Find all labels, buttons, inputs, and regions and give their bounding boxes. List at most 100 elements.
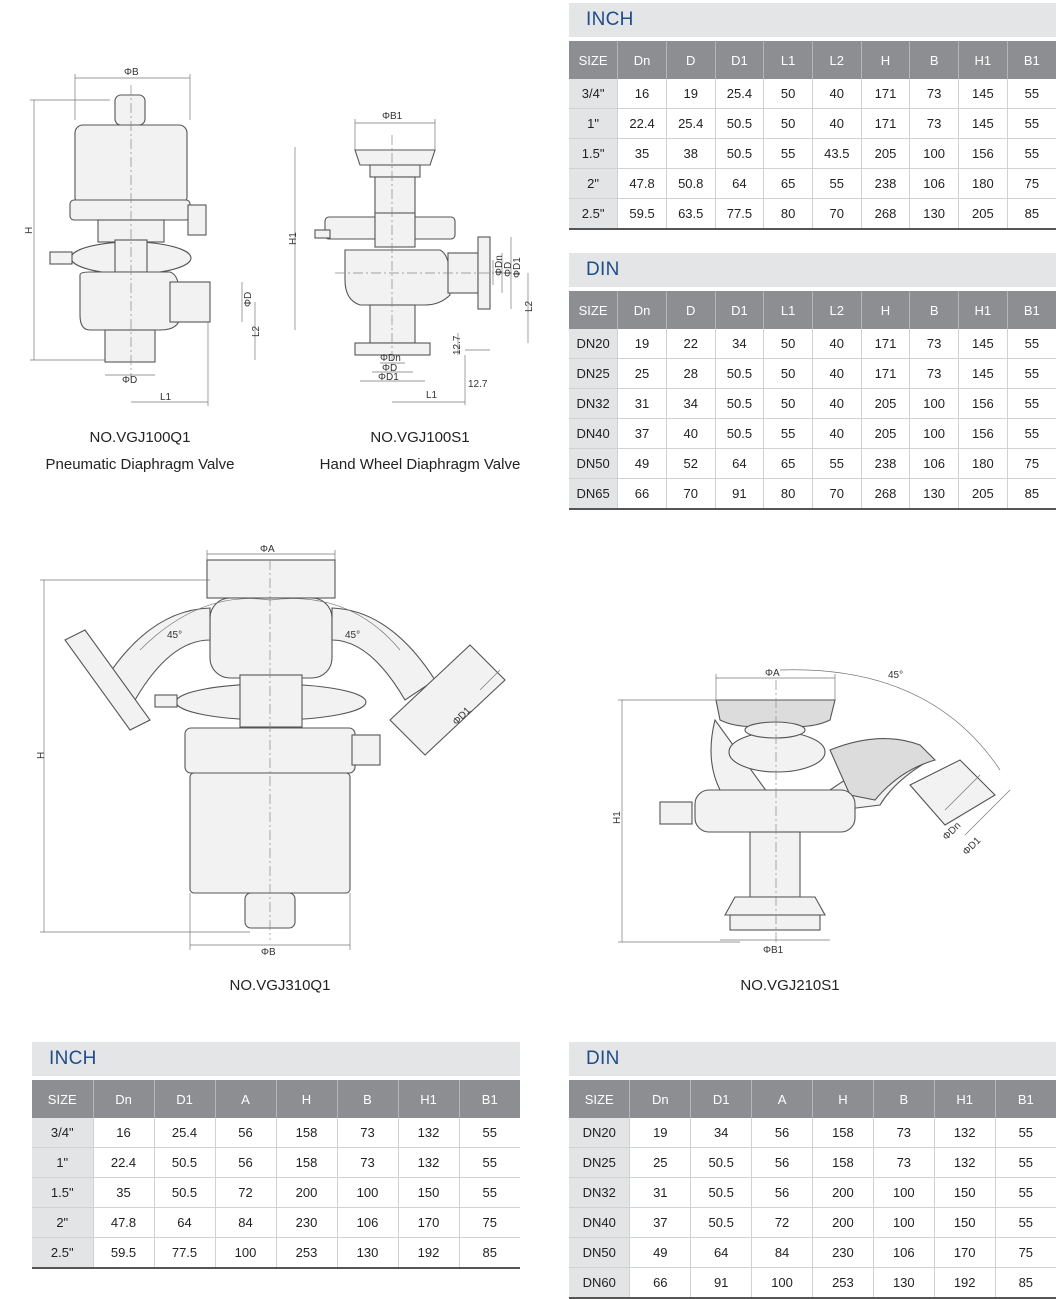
dim-b1: ΦB1 xyxy=(763,945,784,956)
col-header: H xyxy=(861,291,911,329)
value-cell: 253 xyxy=(812,1267,874,1299)
value-cell: 73 xyxy=(909,79,959,109)
value-cell: 84 xyxy=(751,1237,813,1268)
value-cell: 50.5 xyxy=(715,388,765,419)
value-cell: 132 xyxy=(398,1118,460,1148)
size-cell: DN50 xyxy=(569,448,619,479)
size-cell: DN40 xyxy=(569,1207,631,1238)
value-cell: 55 xyxy=(995,1147,1056,1178)
dim-h: H xyxy=(36,752,47,759)
col-header: L1 xyxy=(763,291,813,329)
value-cell: 150 xyxy=(398,1177,460,1208)
value-cell: 145 xyxy=(958,329,1008,359)
value-cell: 91 xyxy=(690,1267,753,1299)
dim-b: ΦB xyxy=(261,947,276,958)
value-cell: 55 xyxy=(995,1207,1056,1238)
value-cell: 106 xyxy=(909,448,959,479)
value-cell: 200 xyxy=(812,1207,874,1238)
value-cell: 132 xyxy=(934,1118,996,1148)
value-cell: 200 xyxy=(812,1177,874,1208)
size-cell: DN40 xyxy=(569,418,619,449)
value-cell: 70 xyxy=(666,478,716,510)
size-cell: 1.5" xyxy=(32,1177,94,1208)
value-cell: 37 xyxy=(617,418,667,449)
dim-dn: ΦDn xyxy=(494,255,505,276)
value-cell: 59.5 xyxy=(93,1237,155,1269)
value-cell: 85 xyxy=(1007,478,1056,510)
value-cell: 130 xyxy=(337,1237,399,1269)
value-cell: 106 xyxy=(337,1207,399,1238)
value-cell: 55 xyxy=(1007,388,1056,419)
value-cell: 158 xyxy=(812,1118,874,1148)
value-cell: 66 xyxy=(629,1267,692,1299)
value-cell: 16 xyxy=(93,1118,155,1148)
value-cell: 40 xyxy=(812,388,862,419)
value-cell: 56 xyxy=(751,1177,813,1208)
value-cell: 22 xyxy=(666,329,716,359)
value-cell: 130 xyxy=(909,478,959,510)
value-cell: 50.5 xyxy=(690,1177,753,1208)
col-header: H xyxy=(812,1080,874,1118)
value-cell: 91 xyxy=(715,478,765,510)
col-header: H1 xyxy=(398,1080,460,1118)
value-cell: 55 xyxy=(1007,79,1056,109)
dim-d1: ΦD1 xyxy=(961,835,984,858)
value-cell: 35 xyxy=(93,1177,155,1208)
value-cell: 73 xyxy=(909,358,959,389)
col-header: L1 xyxy=(763,41,813,79)
value-cell: 50 xyxy=(763,358,813,389)
dim-l1: L1 xyxy=(160,392,172,403)
value-cell: 171 xyxy=(861,358,911,389)
value-cell: 180 xyxy=(958,448,1008,479)
value-cell: 145 xyxy=(958,108,1008,139)
value-cell: 25.4 xyxy=(715,79,765,109)
value-cell: 19 xyxy=(666,79,716,109)
value-cell: 55 xyxy=(459,1118,520,1148)
size-cell: 2" xyxy=(32,1207,94,1238)
value-cell: 84 xyxy=(215,1207,277,1238)
table-title: INCH xyxy=(32,1042,520,1076)
value-cell: 65 xyxy=(763,168,813,199)
col-header: H1 xyxy=(958,41,1008,79)
drawing-vgj100s1: ΦB1 H1 ΦDn ΦD ΦD1 L2 12.7 12.7 xyxy=(280,105,540,410)
value-cell: 31 xyxy=(617,388,667,419)
value-cell: 55 xyxy=(1007,138,1056,169)
size-cell: 1" xyxy=(32,1147,94,1178)
value-cell: 22.4 xyxy=(617,108,667,139)
col-header: B1 xyxy=(1007,41,1056,79)
value-cell: 25 xyxy=(617,358,667,389)
value-cell: 50 xyxy=(763,79,813,109)
value-cell: 56 xyxy=(215,1147,277,1178)
angle-right: 45° xyxy=(345,630,360,641)
value-cell: 28 xyxy=(666,358,716,389)
value-cell: 100 xyxy=(873,1207,935,1238)
caption-vgj310q1: NO.VGJ310Q1 xyxy=(160,972,400,999)
value-cell: 56 xyxy=(751,1147,813,1178)
dim-l1: L1 xyxy=(426,390,438,401)
value-cell: 80 xyxy=(763,478,813,510)
dim-d1-b: ΦD1 xyxy=(378,372,399,383)
value-cell: 73 xyxy=(873,1118,935,1148)
value-cell: 200 xyxy=(276,1177,338,1208)
col-header: B1 xyxy=(995,1080,1056,1118)
drawing-vgj210s1: ΦA 45° H1 ΦDn ΦD1 ΦB1 xyxy=(600,660,1020,960)
dim-a: ΦA xyxy=(765,668,780,679)
value-cell: 150 xyxy=(934,1207,996,1238)
value-cell: 16 xyxy=(617,79,667,109)
col-header: SIZE xyxy=(569,291,619,329)
value-cell: 40 xyxy=(812,79,862,109)
value-cell: 205 xyxy=(958,478,1008,510)
value-cell: 50.5 xyxy=(154,1147,216,1178)
dim-12-7-a: 12.7 xyxy=(452,335,463,355)
value-cell: 171 xyxy=(861,79,911,109)
dim-d: ΦD xyxy=(503,262,514,277)
value-cell: 73 xyxy=(337,1147,399,1178)
